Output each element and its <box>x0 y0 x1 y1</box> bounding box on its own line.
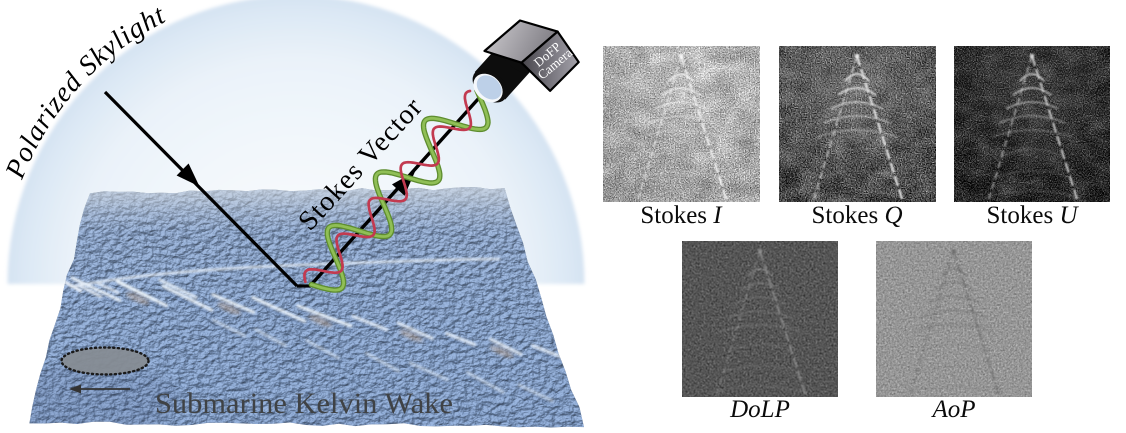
svg-text:Submarine Kelvin Wake: Submarine Kelvin Wake <box>155 387 453 420</box>
svg-text:DoLP: DoLP <box>729 396 790 423</box>
svg-text:Stokes I: Stokes I <box>640 202 723 229</box>
svg-text:Stokes U: Stokes U <box>987 202 1080 229</box>
svg-text:Stokes Q: Stokes Q <box>812 202 903 229</box>
svg-text:AoP: AoP <box>930 396 975 423</box>
